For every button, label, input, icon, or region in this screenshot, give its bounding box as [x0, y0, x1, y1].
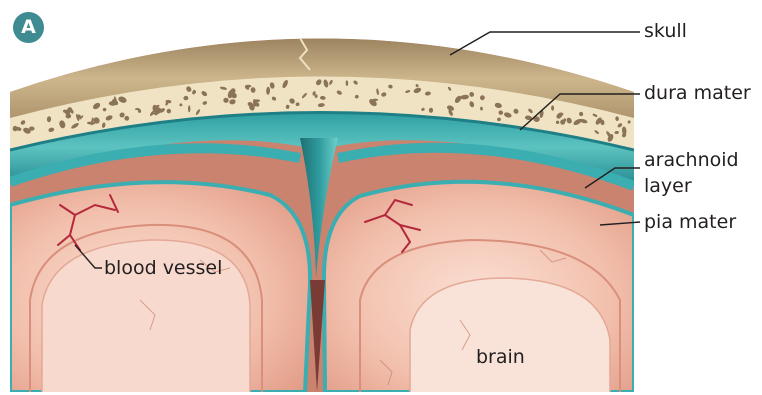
label-dura-mater: dura mater	[644, 81, 751, 105]
label-brain: brain	[476, 345, 525, 369]
label-pia-mater: pia mater	[644, 210, 736, 234]
label-arachnoid-line1: arachnoid	[644, 148, 739, 172]
label-blood-vessel: blood vessel	[104, 256, 222, 280]
bone-pore	[188, 105, 190, 112]
label-skull: skull	[644, 19, 687, 43]
figure-badge: A	[13, 12, 44, 43]
label-arachnoid-line2: layer	[644, 174, 692, 198]
